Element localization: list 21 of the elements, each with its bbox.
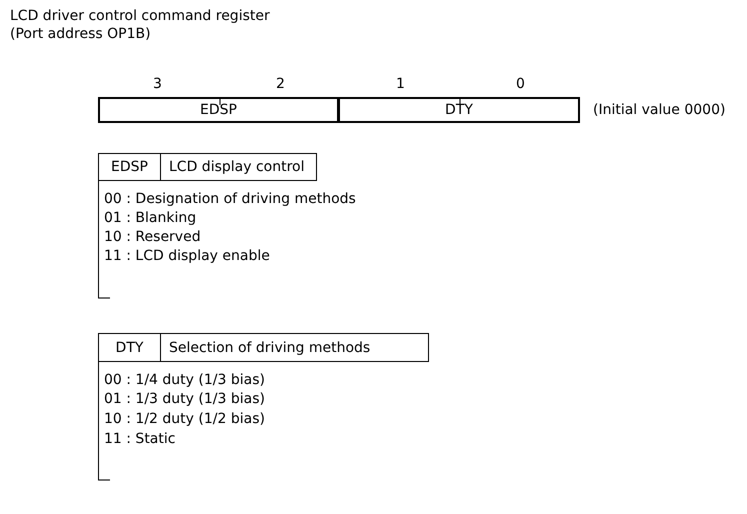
- field-label: LCD display control: [169, 159, 304, 175]
- bit-number: 1: [396, 76, 405, 93]
- option-text: 10 : 1/2 duty (1/2 bias): [104, 411, 265, 428]
- option-text: 01 : Blanking: [104, 210, 196, 227]
- field-label: EDSP: [111, 159, 148, 175]
- option-text: 11 : Static: [104, 431, 176, 448]
- subtitle: (Port address OP1B): [10, 26, 151, 43]
- option-text: 11 : LCD display enable: [104, 248, 270, 265]
- field-label: EDSP: [200, 102, 237, 118]
- field-label: DTY: [116, 340, 144, 356]
- note: (Initial value 0000): [593, 102, 726, 119]
- field-label: DTY: [445, 102, 473, 118]
- bit-number: 0: [516, 76, 525, 93]
- bit-number: 2: [276, 76, 285, 93]
- option-text: 01 : 1/3 duty (1/3 bias): [104, 391, 265, 408]
- option-text: 00 : Designation of driving methods: [104, 191, 356, 208]
- option-text: 10 : Reserved: [104, 229, 201, 246]
- title: LCD driver control command register: [10, 8, 270, 25]
- field-label: Selection of driving methods: [169, 340, 370, 356]
- option-text: 00 : 1/4 duty (1/3 bias): [104, 372, 265, 389]
- bit-number: 3: [153, 76, 162, 93]
